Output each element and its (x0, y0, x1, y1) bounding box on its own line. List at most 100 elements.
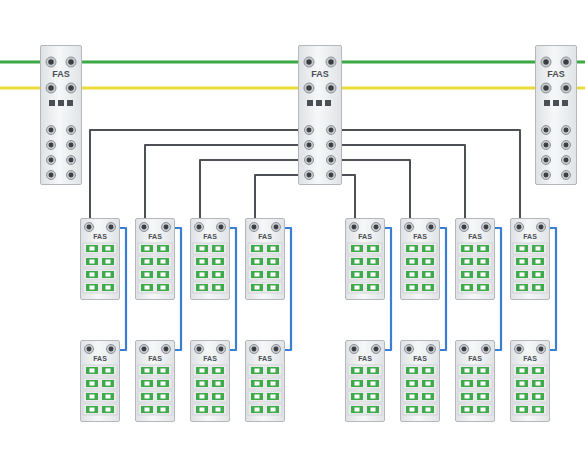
port-ring (542, 141, 551, 150)
green-terminal (351, 271, 363, 278)
io-module: FAS (345, 218, 385, 300)
status-led (67, 100, 73, 106)
terminal-slot (161, 408, 166, 412)
port-socket (564, 158, 569, 163)
port-ring (217, 223, 226, 232)
green-terminal (102, 380, 114, 387)
io-module: FAS (510, 340, 550, 422)
port-socket (48, 85, 54, 91)
terminal-row (348, 269, 382, 280)
port-ring (372, 223, 381, 232)
master-io-module: FAS (535, 45, 577, 185)
port-ring (250, 223, 259, 232)
port-socket (49, 173, 54, 178)
port-ring (304, 83, 314, 93)
green-terminal (141, 406, 153, 413)
io-module: FAS (190, 218, 230, 300)
port-ring (140, 345, 149, 354)
terminal-row (513, 391, 547, 402)
green-terminal (196, 406, 208, 413)
green-terminal (461, 258, 473, 265)
module-face (246, 341, 284, 421)
green-terminal (351, 245, 363, 252)
terminal-slot (536, 273, 541, 277)
terminal-slot (90, 408, 95, 412)
status-led (562, 100, 568, 106)
terminal-slot (426, 408, 431, 412)
port-ring (195, 345, 204, 354)
terminal-slot (90, 247, 95, 251)
yellow-cable (82, 87, 298, 90)
terminal-slot (216, 369, 221, 373)
terminal-row (248, 269, 282, 280)
green-terminal (516, 245, 528, 252)
yellow-cable-stub (576, 87, 585, 90)
master-io-module: FAS (40, 45, 82, 185)
port-socket (142, 225, 147, 230)
green-terminal (267, 406, 279, 413)
green-terminal (516, 406, 528, 413)
terminal-slot (216, 408, 221, 412)
terminal-slot (536, 260, 541, 264)
terminal-slot (465, 273, 470, 277)
port-socket (462, 347, 467, 352)
port-ring (272, 345, 281, 354)
brand-logo: FAS (191, 341, 229, 362)
green-terminal (351, 393, 363, 400)
green-terminal (461, 406, 473, 413)
status-led (325, 100, 331, 106)
terminal-slot (255, 247, 260, 251)
green-terminal (251, 284, 263, 291)
port-ring (327, 156, 336, 165)
terminal-row (193, 243, 227, 254)
brand-logo: FAS (511, 219, 549, 240)
green-terminal (351, 258, 363, 265)
green-terminal (477, 271, 489, 278)
terminal-slot (520, 395, 525, 399)
green-terminal (251, 271, 263, 278)
port-ring (327, 141, 336, 150)
terminal-row (348, 391, 382, 402)
brand-logo: FAS (511, 341, 549, 362)
green-cable (342, 61, 535, 64)
port-socket (328, 85, 334, 91)
terminal-slot (481, 395, 486, 399)
terminal-row (403, 365, 437, 376)
terminal-slot (145, 273, 150, 277)
port-ring (195, 223, 204, 232)
green-terminal (516, 367, 528, 374)
port-socket (564, 128, 569, 133)
port-ring (304, 57, 314, 67)
terminal-slot (216, 260, 221, 264)
green-terminal (251, 367, 263, 374)
terminal-row (248, 282, 282, 293)
module-face (191, 341, 229, 421)
port-ring (67, 171, 76, 180)
port-socket (407, 225, 412, 230)
terminal-row (138, 269, 172, 280)
port-socket (48, 59, 54, 65)
green-terminal (367, 245, 379, 252)
terminal-slot (271, 260, 276, 264)
port-socket (252, 225, 257, 230)
green-terminal (86, 245, 98, 252)
grey-cable (145, 145, 298, 218)
green-terminal (86, 258, 98, 265)
module-face (136, 219, 174, 299)
green-terminal (86, 380, 98, 387)
green-terminal (267, 367, 279, 374)
port-socket (197, 347, 202, 352)
terminal-row (193, 391, 227, 402)
terminal-slot (161, 260, 166, 264)
green-terminal (102, 393, 114, 400)
terminal-slot (255, 382, 260, 386)
port-ring (562, 126, 571, 135)
terminal-slot (536, 286, 541, 290)
io-module: FAS (455, 218, 495, 300)
brand-logo: FAS (456, 219, 494, 240)
green-terminal (422, 380, 434, 387)
module-face (41, 46, 81, 184)
status-led (49, 100, 55, 106)
terminal-slot (355, 286, 360, 290)
terminal-slot (106, 395, 111, 399)
